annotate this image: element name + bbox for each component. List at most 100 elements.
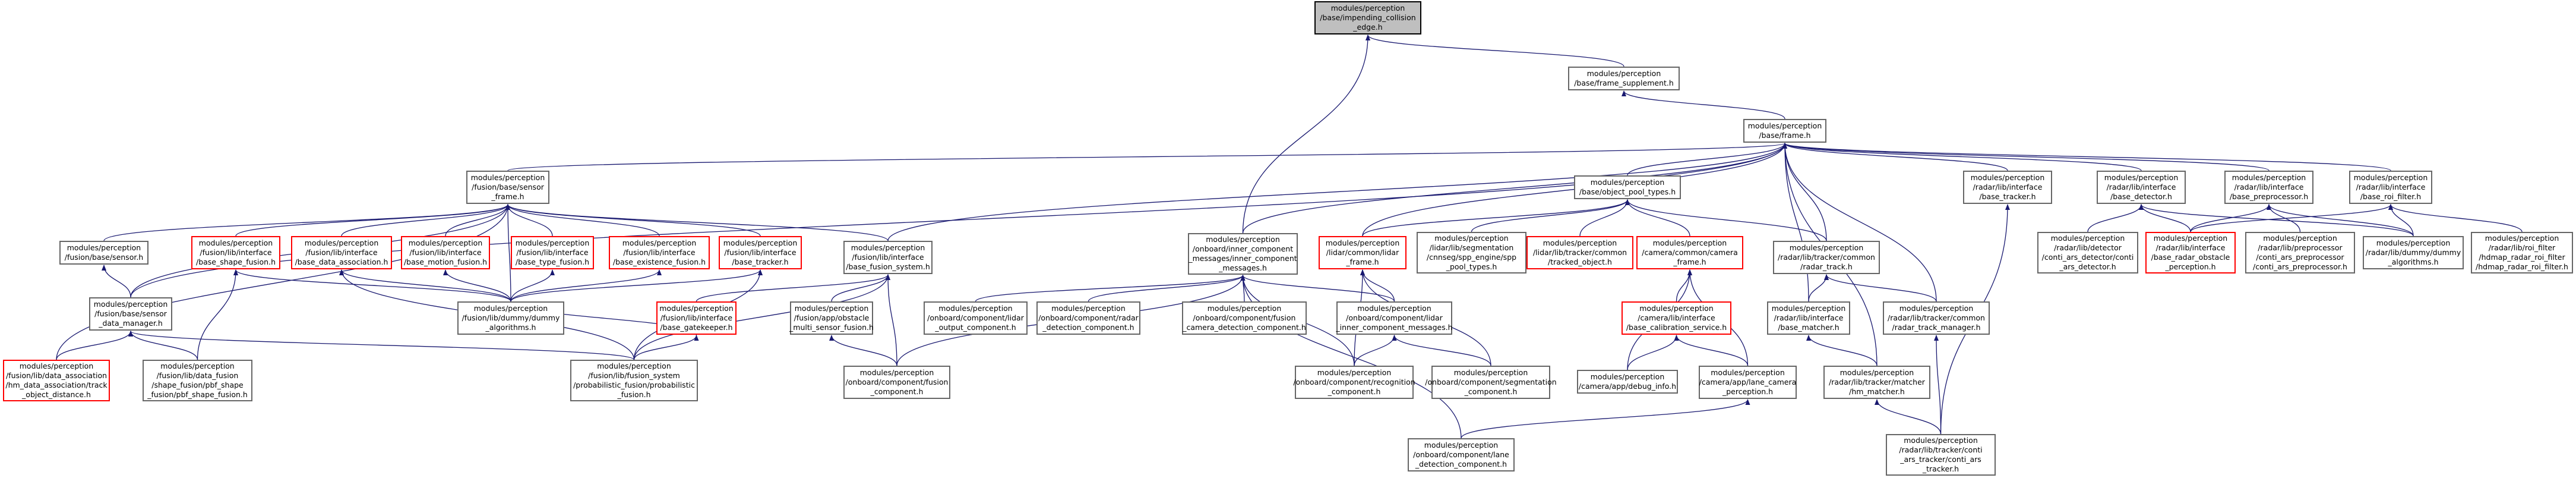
node-sensor-data-manager[interactable]: modules/perception /fusion/base/sensor _…	[89, 297, 172, 331]
node-pbf-shape-fusion[interactable]: modules/perception /fusion/lib/data_fusi…	[143, 360, 252, 401]
edge-lidar_inner-to-inner_msgs	[1240, 275, 1395, 302]
node-lane-detection-component[interactable]: modules/perception /onboard/component/la…	[1408, 438, 1515, 471]
edge-lidar_inner-to-lidar_frame	[1360, 269, 1395, 302]
edge-camera_frame-to-obj_pool	[1625, 199, 1690, 237]
node-radar-base-preprocessor[interactable]: modules/perception /radar/lib/interface …	[2224, 171, 2313, 204]
node-obstacle-multi-sensor-fusion[interactable]: modules/perception /fusion/app/obstacle …	[789, 301, 874, 335]
edge-probabilistic-to-base_fusion_system	[633, 274, 890, 360]
edge-probabilistic-to-sensor_data_mgr	[128, 331, 635, 360]
edge-sensor_frame-to-frame	[507, 143, 1787, 171]
edge-obstacle_multi-to-base_fusion_system	[831, 274, 890, 302]
node-radar-base-detector[interactable]: modules/perception /radar/lib/interface …	[2097, 171, 2186, 204]
edge-base_radar_obstacle-to-radar_base_pre	[2190, 204, 2271, 232]
node-conti-ars-tracker[interactable]: modules/perception /radar/lib/tracker/co…	[1886, 434, 1996, 476]
node-radar-detection-component[interactable]: modules/perception /onboard/component/ra…	[1036, 301, 1140, 335]
edge-pbf_shape-to-base_shape	[197, 269, 238, 360]
node-base-data-association[interactable]: modules/perception /fusion/lib/interface…	[291, 236, 392, 269]
node-hdmap-radar-roi-filter[interactable]: modules/perception /radar/lib/roi_filter…	[2471, 232, 2573, 273]
node-lane-camera-perception[interactable]: modules/perception /camera/app/lane_came…	[1699, 366, 1797, 399]
edge-pbf_shape-to-sensor_data_mgr	[128, 331, 198, 360]
edge-radar_track_mgr-to-frame	[1782, 143, 1937, 302]
edge-hdmap_roi-to-radar_base_roi	[2388, 204, 2523, 232]
node-conti-ars-preprocessor[interactable]: modules/perception /radar/lib/preprocess…	[2245, 232, 2355, 273]
edge-dummy_alg_radar-to-radar_base_detector	[2139, 204, 2414, 237]
edge-radar_track-to-frame	[1782, 143, 1827, 241]
edge-dummy_alg_fusion-to-base_data_assoc	[339, 269, 511, 302]
edge-conti_detector-to-radar_base_detector	[2087, 204, 2144, 232]
node-radar-track-manager[interactable]: modules/perception /radar/lib/tracker/co…	[1883, 301, 1990, 335]
edge-radar_base_roi-to-frame	[1782, 143, 2391, 171]
edge-dummy_alg_fusion-to-base_fusion_tracker	[510, 269, 763, 302]
node-radar-dummy-algorithms[interactable]: modules/perception /radar/lib/dummy/dumm…	[2363, 236, 2464, 269]
edge-radar_base_tracker-to-frame	[1782, 143, 2008, 171]
edge-conti_tracker-to-radar_track_mgr	[1934, 335, 1942, 435]
edge-inner_msgs-to-frame	[1242, 143, 1787, 234]
edge-obj_pool-to-frame	[1627, 143, 1787, 176]
edge-radar_track-to-obj_pool	[1625, 199, 1827, 241]
node-base-type-fusion[interactable]: modules/perception /fusion/lib/interface…	[511, 236, 594, 269]
node-fusion-camera-detection-component[interactable]: modules/perception /onboard/component/fu…	[1182, 301, 1307, 335]
node-object-pool-types[interactable]: modules/perception /base/object_pool_typ…	[1574, 175, 1681, 199]
edge-base_motion-to-sensor_frame	[445, 204, 510, 237]
edge-base_gatekeeper-to-base_fusion_system	[696, 274, 890, 302]
node-conti-ars-detector[interactable]: modules/perception /radar/lib/detector /…	[2037, 232, 2138, 273]
edge-base_radar_obstacle-to-radar_base_roi	[2190, 204, 2393, 232]
edge-conti_tracker-to-hm_matcher	[1875, 399, 1942, 435]
edge-fusion_sensor-to-sensor_frame	[103, 204, 510, 241]
node-camera-frame[interactable]: modules/perception /camera/common/camera…	[1636, 236, 1743, 269]
node-fusion-sensor-frame[interactable]: modules/perception /fusion/base/sensor _…	[466, 171, 549, 204]
edge-dummy_alg_fusion-to-base_exist	[510, 269, 662, 302]
node-radar-base-roi-filter[interactable]: modules/perception /radar/lib/interface …	[2349, 171, 2432, 204]
edge-sensor_data_mgr-to-frame	[130, 143, 1787, 298]
edge-dummy_alg_fusion-to-sensor_frame	[505, 204, 511, 302]
edge-frame-to-frame_supp	[1622, 90, 1785, 120]
node-track-object-distance[interactable]: modules/perception /fusion/lib/data_asso…	[3, 360, 110, 401]
edge-base_data_assoc-to-sensor_frame	[341, 204, 510, 237]
edge-lidar_frame-to-obj_pool	[1362, 199, 1630, 237]
node-base-frame[interactable]: modules/perception /base/frame.h	[1743, 119, 1826, 143]
node-radar-base-tracker[interactable]: modules/perception /radar/lib/interface …	[1963, 171, 2052, 204]
node-recognition-component[interactable]: modules/perception /onboard/component/re…	[1293, 366, 1415, 399]
node-fusion-base-sensor[interactable]: modules/perception /fusion/base/sensor.h	[59, 241, 148, 265]
node-spp-pool-types[interactable]: modules/perception /lidar/lib/segmentati…	[1417, 232, 1526, 273]
edge-sensor_data_mgr-to-fusion_sensor	[102, 265, 131, 298]
node-base-radar-obstacle-perception[interactable]: modules/perception /radar/lib/interface …	[2145, 232, 2236, 273]
edge-dummy_alg_radar-to-radar_base_pre	[2267, 204, 2414, 237]
node-fusion-component[interactable]: modules/perception /onboard/component/fu…	[843, 366, 950, 399]
node-frame-supplement[interactable]: modules/perception /base/frame_supplemen…	[1568, 67, 1680, 90]
edge-base_matcher-to-radar_track	[1808, 274, 1829, 302]
node-inner-component-messages[interactable]: modules/perception /onboard/inner_compon…	[1188, 233, 1298, 275]
edge-dummy_alg_fusion-to-base_motion	[443, 269, 511, 302]
edge-base_type-to-sensor_frame	[505, 204, 553, 237]
node-hm-matcher[interactable]: modules/perception /radar/lib/tracker/ma…	[1823, 366, 1930, 399]
edge-dummy_alg_fusion-to-base_type	[510, 269, 555, 302]
node-segmentation-component[interactable]: modules/perception /onboard/component/se…	[1425, 366, 1557, 399]
node-lidar-frame[interactable]: modules/perception /lidar/common/lidar _…	[1319, 236, 1406, 269]
node-impending-collision-edge: modules/perception /base/impending_colli…	[1314, 1, 1421, 34]
node-base-existence-fusion[interactable]: modules/perception /fusion/lib/interface…	[609, 236, 710, 269]
edge-fusion_component-to-base_fusion_system	[886, 274, 897, 366]
node-radar-track[interactable]: modules/perception /radar/lib/tracker/co…	[1773, 241, 1880, 274]
node-base-motion-fusion[interactable]: modules/perception /fusion/lib/interface…	[401, 236, 490, 269]
edge-base_fusion_system-to-frame	[887, 143, 1787, 241]
edge-debug_info-to-calib_service	[1627, 335, 1679, 370]
edge-radar_base_pre-to-frame	[1782, 143, 2270, 171]
node-base-fusion-system[interactable]: modules/perception /fusion/lib/interface…	[843, 241, 933, 274]
edge-base_exist-to-sensor_frame	[505, 204, 660, 237]
node-base-calibration-service[interactable]: modules/perception /camera/lib/interface…	[1622, 301, 1731, 335]
node-base-matcher[interactable]: modules/perception /radar/lib/interface …	[1767, 301, 1850, 335]
node-lidar-output-component[interactable]: modules/perception /onboard/component/li…	[924, 301, 1028, 335]
node-tracked-object[interactable]: modules/perception /lidar/lib/tracker/co…	[1526, 236, 1633, 269]
edge-dummy_alg_fusion-to-base_shape	[233, 269, 511, 302]
node-fusion-dummy-algorithms[interactable]: modules/perception /fusion/lib/dummy/dum…	[457, 301, 564, 335]
node-fusion-base-tracker[interactable]: modules/perception /fusion/lib/interface…	[719, 236, 802, 269]
node-debug-info[interactable]: modules/perception /camera/app/debug_inf…	[1577, 370, 1678, 394]
node-base-gatekeeper[interactable]: modules/perception /fusion/lib/interface…	[656, 301, 737, 335]
node-probabilistic-fusion[interactable]: modules/perception /fusion/lib/fusion_sy…	[570, 360, 698, 401]
edge-lane_detection-to-lane_camera	[1461, 399, 1750, 439]
node-base-shape-fusion[interactable]: modules/perception /fusion/lib/interface…	[191, 236, 280, 269]
edge-base_fusion_system-to-sensor_frame	[505, 204, 889, 241]
node-lidar-inner-component-messages[interactable]: modules/perception /onboard/component/li…	[1336, 301, 1453, 335]
edge-radar_base_detector-to-frame	[1782, 143, 2142, 171]
